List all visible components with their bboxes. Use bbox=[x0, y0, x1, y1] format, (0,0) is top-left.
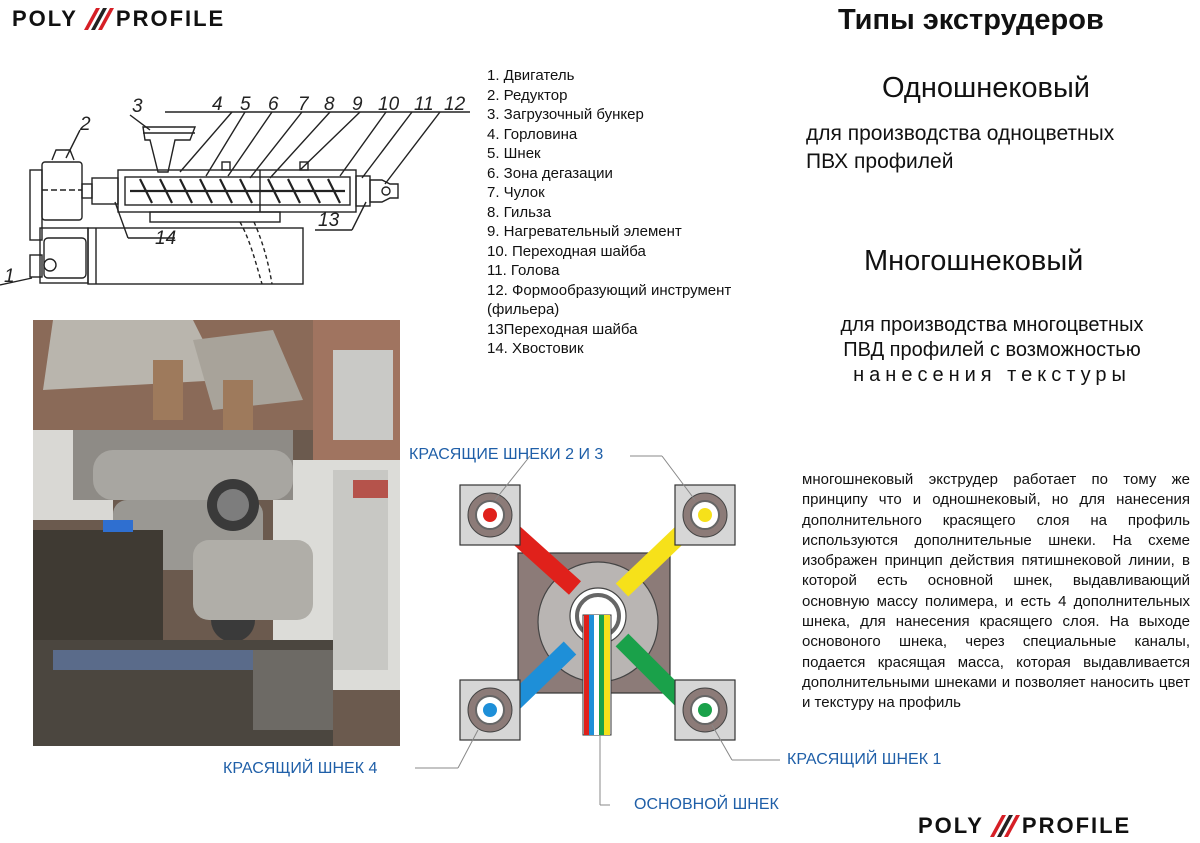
legend-item: 12. Формообразующий инструмент bbox=[487, 281, 732, 299]
brand-name-right: PROFILE bbox=[115, 6, 226, 31]
label-color-screws-2-3: КРАСЯЩИЕ ШНЕКИ 2 И 3 bbox=[409, 446, 604, 463]
multi-screw-scheme bbox=[415, 455, 780, 806]
legend-item: 9. Нагревательный элемент bbox=[487, 223, 682, 240]
parts-legend: 1. Двигатель 2. Редуктор 3. Загрузочный … bbox=[487, 66, 731, 359]
legend-item: 5. Шнек bbox=[487, 145, 541, 162]
single-screw-line2: ПВХ профилей bbox=[806, 150, 954, 173]
label-color-screw-1: КРАСЯЩИЙ ШНЕК 1 bbox=[787, 751, 942, 768]
brand-mark-icon bbox=[83, 8, 114, 30]
drawing-number: 9 bbox=[352, 94, 363, 115]
drawing-number: 4 bbox=[212, 94, 223, 115]
drawing-number: 11 bbox=[414, 94, 434, 115]
label-color-screw-4: КРАСЯЩИЙ ШНЕК 4 bbox=[223, 760, 378, 777]
legend-item: 11. Голова bbox=[487, 262, 560, 279]
legend-item: 8. Гильза bbox=[487, 203, 552, 221]
legend-item: 13Переходная шайба bbox=[487, 320, 638, 338]
brand-logo-top: POLY PROFILE bbox=[12, 6, 225, 32]
brand-name-left: POLY bbox=[918, 813, 984, 838]
multi-screw-description: многошнековый экструдер работает по тому… bbox=[802, 471, 1190, 712]
drawing-number: 6 bbox=[268, 94, 279, 115]
extruder-photo bbox=[33, 320, 400, 746]
brand-name-left: POLY bbox=[12, 6, 78, 31]
drawing-number: 12 bbox=[444, 94, 466, 115]
brand-logo-bottom: POLY PROFILE bbox=[918, 813, 1131, 839]
legend-item: 14. Хвостовик bbox=[487, 340, 584, 357]
drawing-number: 13 bbox=[318, 210, 340, 231]
multi-screw-subtitle: для производства многоцветных ПВД профил… bbox=[814, 313, 1170, 388]
drawing-number: 2 bbox=[79, 114, 91, 135]
legend-item: 2. Редуктор bbox=[487, 86, 568, 104]
drawing-number: 8 bbox=[324, 94, 335, 115]
drawing-number: 5 bbox=[240, 94, 251, 115]
color-screw-top-left bbox=[459, 484, 521, 546]
drawing-number: 14 bbox=[155, 228, 176, 249]
legend-item: 7. Чулок bbox=[487, 184, 545, 201]
brand-name-right: PROFILE bbox=[1021, 813, 1132, 838]
multi-screw-line3: нанесения текстуры bbox=[853, 364, 1131, 386]
drawing-number: 10 bbox=[378, 94, 400, 115]
legend-item: 6. Зона дегазации bbox=[487, 164, 613, 182]
single-screw-line1: для производства одноцветных bbox=[806, 122, 1115, 145]
multi-screw-line2: ПВД профилей с возможностью bbox=[843, 339, 1141, 361]
color-screw-top-right bbox=[674, 484, 736, 546]
single-screw-heading: Одношнековый bbox=[882, 72, 1090, 104]
single-screw-subtitle: для производства одноцветных ПВХ профиле… bbox=[806, 120, 1114, 176]
label-main-screw: ОСНОВНОЙ ШНЕК bbox=[634, 796, 779, 813]
drawing-number: 3 bbox=[132, 96, 143, 117]
extruder-photo-illustration bbox=[33, 320, 400, 746]
multi-screw-line1: для производства многоцветных bbox=[840, 314, 1144, 336]
legend-item: 4. Горловина bbox=[487, 125, 578, 143]
multi-screw-heading: Многошнековый bbox=[864, 245, 1084, 277]
brand-mark-icon bbox=[989, 815, 1020, 837]
color-screw-bottom-left bbox=[459, 679, 521, 741]
extruder-technical-drawing: 1 2 3 4 5 6 7 8 9 10 11 12 13 14 bbox=[0, 94, 470, 287]
color-screw-bottom-right bbox=[674, 679, 736, 741]
legend-item: (фильера) bbox=[487, 301, 560, 318]
drawing-number: 7 bbox=[298, 94, 310, 115]
legend-item: 3. Загрузочный бункер bbox=[487, 106, 644, 123]
legend-item: 1. Двигатель bbox=[487, 67, 575, 84]
legend-item: 10. Переходная шайба bbox=[487, 242, 646, 260]
page-title: Типы экструдеров bbox=[838, 4, 1104, 36]
drawing-number: 1 bbox=[4, 266, 15, 287]
